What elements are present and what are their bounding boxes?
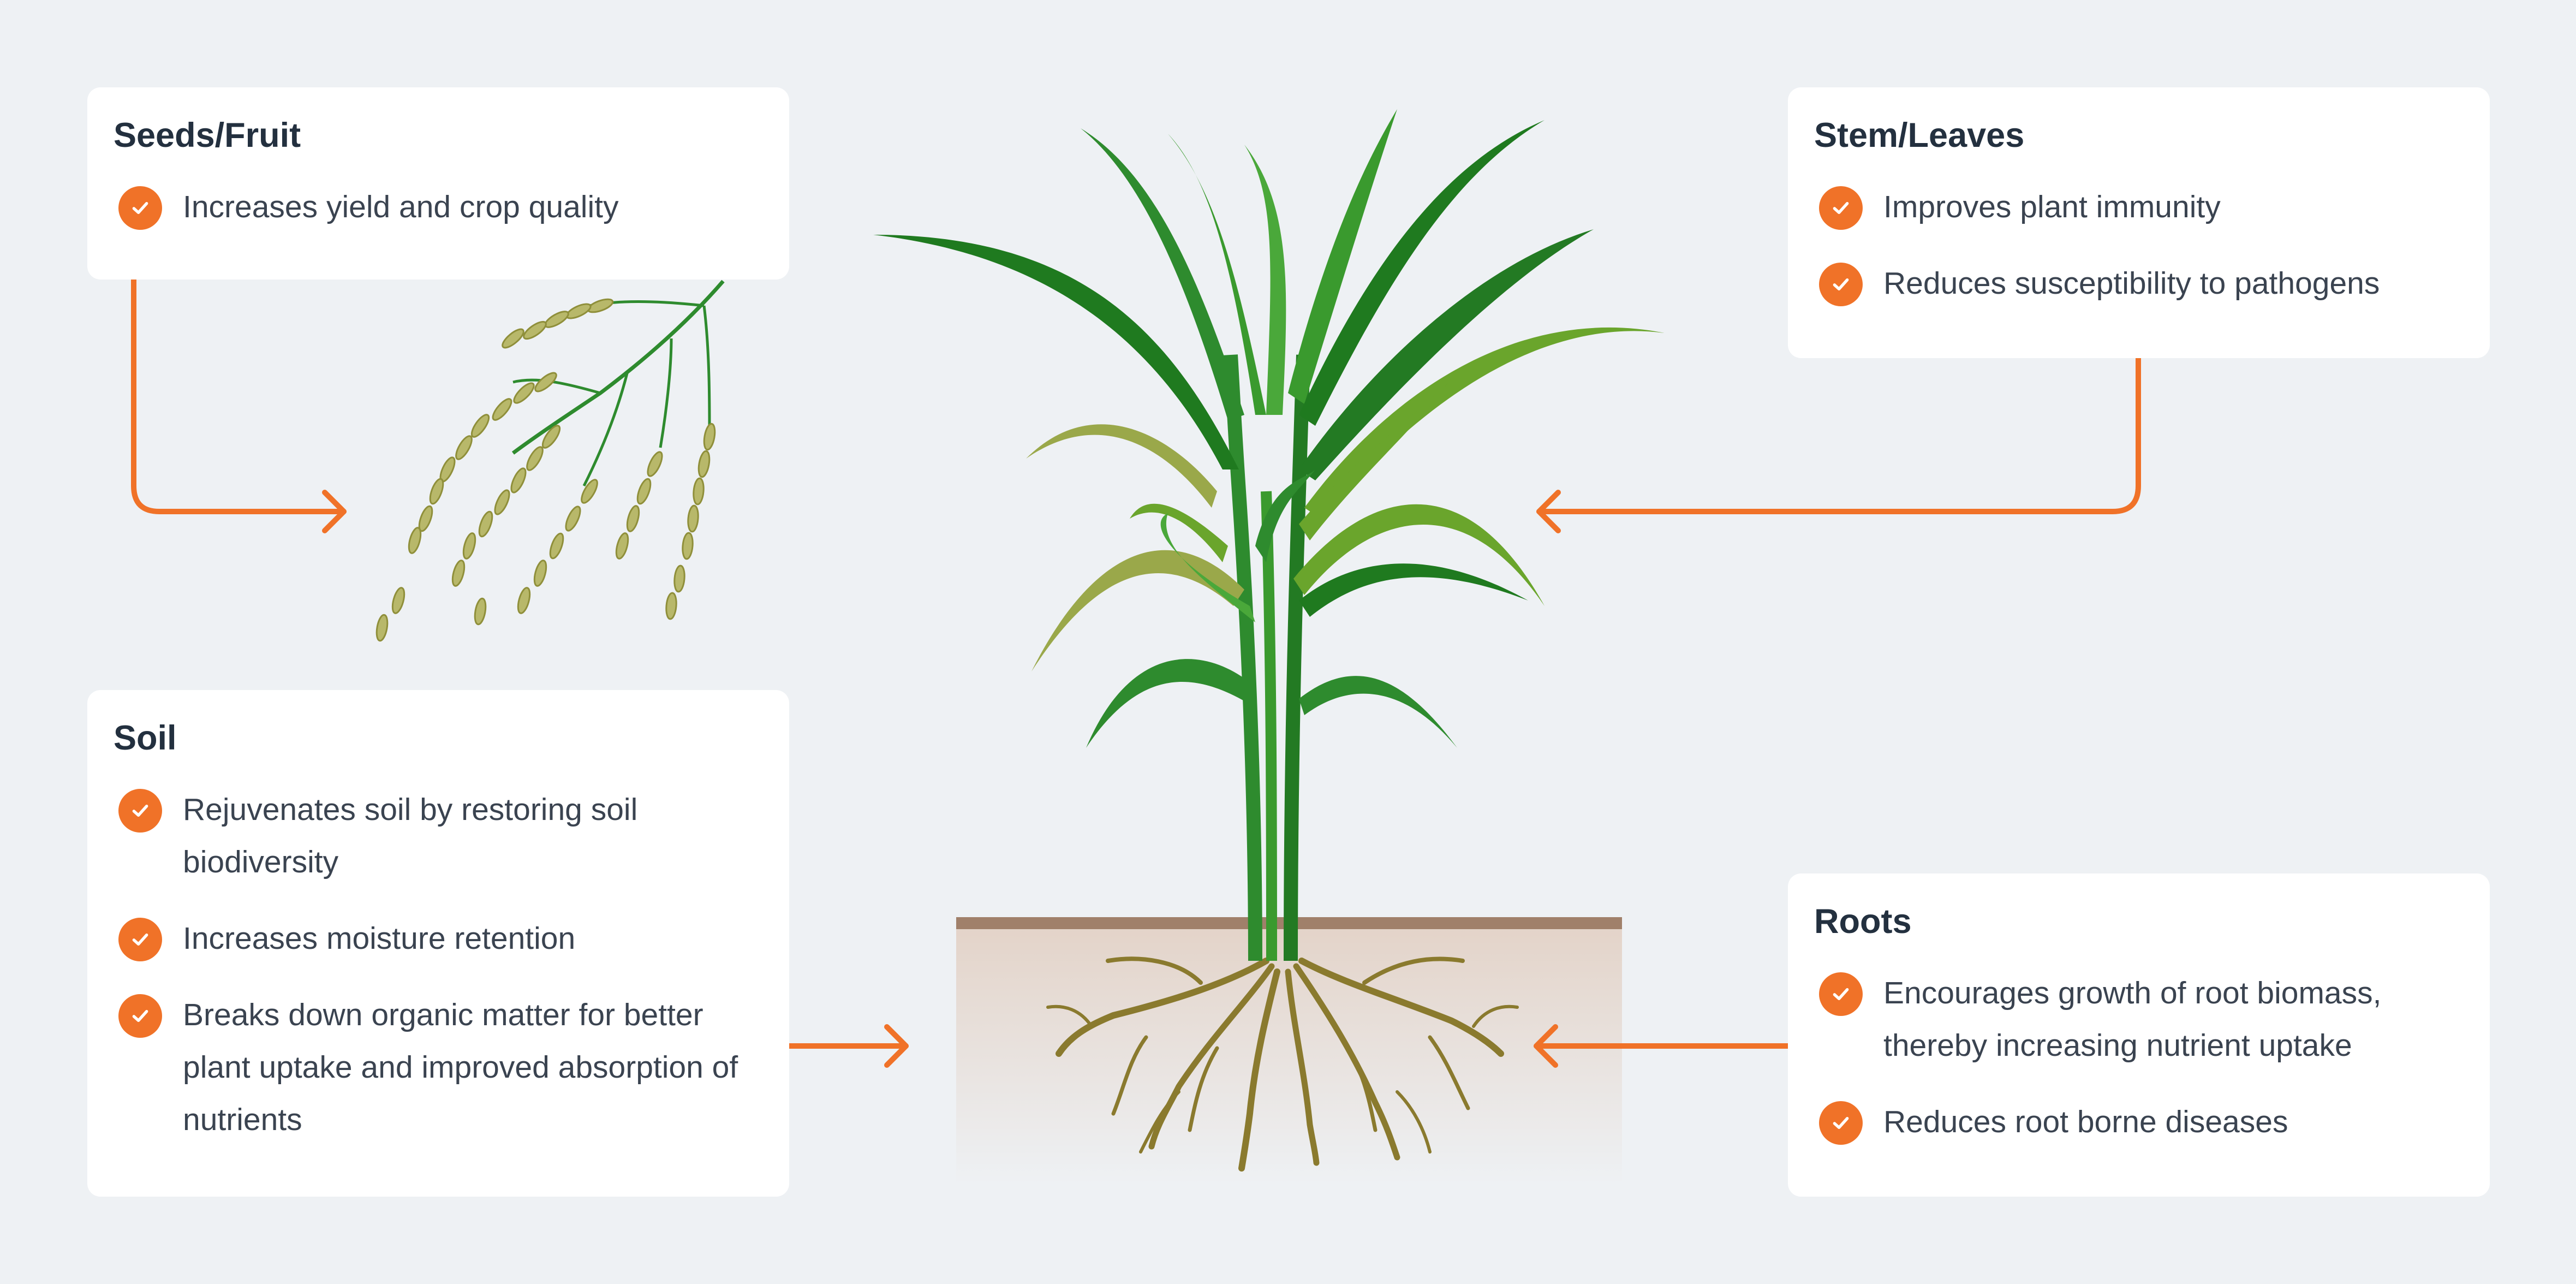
- list-item: Reduces susceptibility to pathogens: [1814, 257, 2464, 310]
- list-item: Breaks down organic matter for better pl…: [114, 989, 763, 1146]
- roots-card: Roots Encourages growth of root biomass,…: [1788, 873, 2490, 1197]
- list-item: Reduces root borne diseases: [1814, 1096, 2464, 1148]
- rice-plant-icon: [873, 109, 1665, 961]
- list-item: Encourages growth of root biomass, there…: [1814, 967, 2464, 1072]
- roots-title: Roots: [1814, 902, 1912, 941]
- check-circle-icon: [1819, 186, 1863, 230]
- stem-to-plant-arrow-icon: [1536, 355, 2141, 533]
- list-item-text: Rejuvenates soil by restoring soil biodi…: [183, 792, 638, 880]
- check-circle-icon: [1819, 972, 1863, 1016]
- list-item-text: Encourages growth of root biomass, there…: [1883, 976, 2382, 1063]
- list-item: Improves plant immunity: [1814, 181, 2464, 233]
- roots-icon: [1046, 956, 1519, 1172]
- rice-grain-panicle-icon: [375, 280, 725, 642]
- check-circle-icon: [118, 994, 162, 1038]
- list-item-text: Increases moisture retention: [183, 921, 576, 956]
- soil-card: Soil Rejuvenates soil by restoring soil …: [87, 690, 789, 1197]
- list-item-text: Breaks down organic matter for better pl…: [183, 997, 738, 1138]
- list-item-text: Reduces susceptibility to pathogens: [1883, 266, 2380, 301]
- soil-to-ground-arrow-icon: [786, 1024, 909, 1068]
- check-circle-icon: [1819, 263, 1863, 307]
- roots-to-ground-arrow-icon: [1534, 1024, 1791, 1068]
- list-item-text: Increases yield and crop quality: [183, 189, 619, 225]
- list-item: Increases yield and crop quality: [114, 181, 763, 233]
- check-circle-icon: [118, 789, 162, 833]
- soil-title: Soil: [114, 719, 177, 757]
- seeds-to-grain-arrow-icon: [131, 277, 347, 533]
- stem-leaves-title: Stem/Leaves: [1814, 116, 2025, 154]
- list-item: Increases moisture retention: [114, 912, 763, 965]
- list-item-text: Improves plant immunity: [1883, 189, 2221, 225]
- seeds-fruit-title: Seeds/Fruit: [114, 116, 301, 154]
- stem-leaves-card: Stem/Leaves Improves plant immunity Redu…: [1788, 87, 2490, 358]
- seeds-fruit-card: Seeds/Fruit Increases yield and crop qua…: [87, 87, 789, 280]
- check-circle-icon: [118, 918, 162, 962]
- list-item: Rejuvenates soil by restoring soil biodi…: [114, 783, 763, 888]
- check-circle-icon: [1819, 1101, 1863, 1145]
- list-item-text: Reduces root borne diseases: [1883, 1104, 2288, 1140]
- soil-block: [956, 917, 1622, 1185]
- check-circle-icon: [118, 186, 162, 230]
